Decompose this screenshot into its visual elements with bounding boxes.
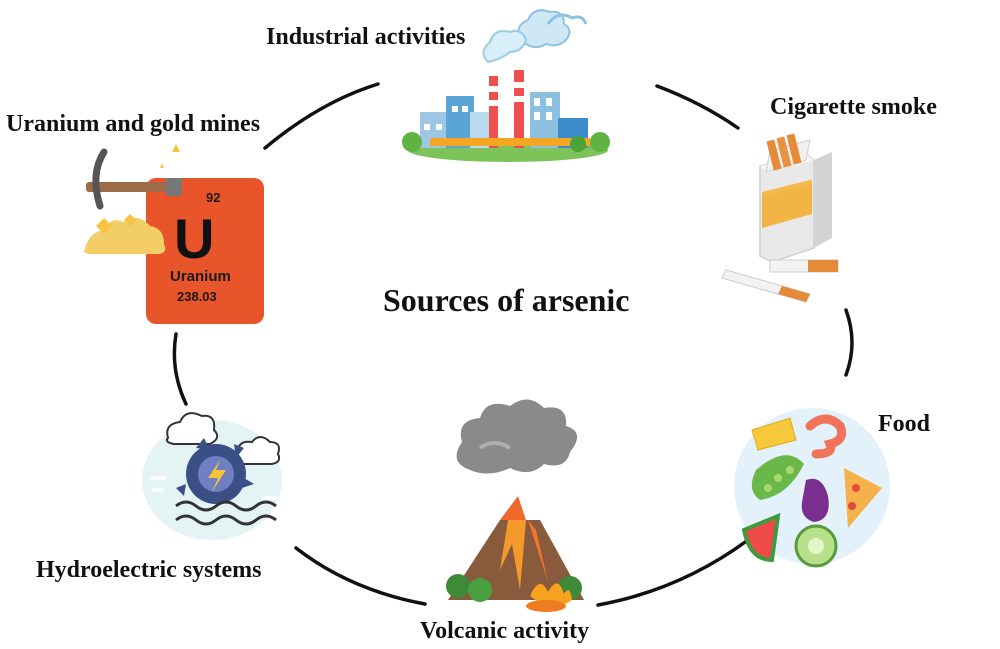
arc-bottom-left xyxy=(294,546,427,606)
label-uranium-gold-mines: Uranium and gold mines xyxy=(6,111,261,137)
label-volcanic-activity: Volcanic activity xyxy=(420,618,590,644)
factory-icon xyxy=(402,9,610,162)
uranium-atomic-number: 92 xyxy=(206,190,220,205)
uranium-symbol: U xyxy=(174,207,214,270)
volcano-icon xyxy=(446,399,584,612)
cycle-arcs xyxy=(172,82,854,607)
label-food: Food xyxy=(878,411,931,437)
arc-top-left xyxy=(263,82,380,150)
arc-top-right xyxy=(655,84,740,130)
uranium-mine-icon: 92 U Uranium 238.03 xyxy=(84,144,264,324)
label-hydroelectric-systems: Hydroelectric systems xyxy=(36,557,262,583)
uranium-element-tile xyxy=(146,178,264,324)
arc-bottom-right xyxy=(596,538,750,607)
uranium-name: Uranium xyxy=(170,268,231,285)
diagram-title: Sources of arsenic xyxy=(383,282,630,318)
label-cigarette-smoke: Cigarette smoke xyxy=(770,94,937,120)
cigarette-pack-icon xyxy=(721,133,839,303)
food-icon xyxy=(734,408,890,568)
hydroelectric-icon xyxy=(142,412,282,540)
arc-right xyxy=(844,308,854,377)
arc-left xyxy=(172,332,188,406)
label-industrial-activities: Industrial activities xyxy=(266,24,466,50)
uranium-mass: 238.03 xyxy=(177,289,217,304)
